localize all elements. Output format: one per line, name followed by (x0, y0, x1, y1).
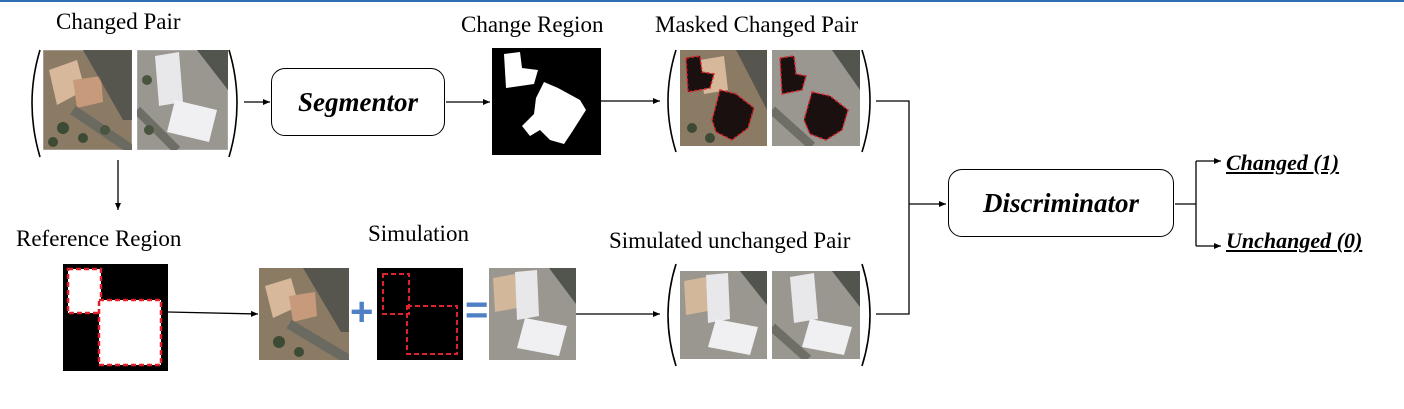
unchanged-pair-image-t1 (680, 271, 767, 359)
unchanged-pair-image-t2 (772, 271, 860, 359)
top-rule (0, 0, 1404, 2)
changed-pair-label: Changed Pair (56, 9, 181, 34)
equals-operator: = (465, 288, 489, 332)
masked-pair-left-bracket (667, 49, 677, 153)
unchanged-output-label: Unchanged (0) (1226, 228, 1363, 253)
change-region-mask (492, 48, 601, 155)
masked-pair-image-t2 (772, 50, 860, 146)
masked-pair-image-t1 (680, 50, 767, 146)
unchanged-pair-left-bracket (667, 263, 677, 367)
reference-region-mask (63, 264, 168, 371)
changed-pair-image-t2 (137, 50, 228, 150)
discriminator-label: Discriminator (982, 187, 1140, 218)
changed-pair-left-bracket (31, 49, 41, 158)
arrow-reference-to-simulation (167, 310, 259, 317)
changed-output-label: Changed (1) (1226, 150, 1340, 175)
changed-pair-image-t1 (43, 50, 132, 150)
simulation-input-image (259, 268, 349, 360)
simulation-label: Simulation (368, 221, 469, 246)
segmentor-box: Segmentor (271, 68, 445, 136)
simulation-mask (377, 268, 463, 360)
changed-pair-right-bracket (228, 49, 238, 158)
plus-operator: + (350, 290, 374, 334)
segmentor-label: Segmentor (297, 86, 418, 117)
simulation-output-image (489, 268, 576, 360)
discriminator-box: Discriminator (948, 169, 1174, 237)
merge-line (876, 100, 910, 315)
reference-region-label: Reference Region (16, 226, 182, 251)
change-region-label: Change Region (461, 12, 604, 37)
unchanged-pair-right-bracket (861, 263, 871, 367)
masked-pair-right-bracket (861, 49, 871, 153)
simulated-unchanged-pair-label: Simulated unchanged Pair (609, 228, 851, 253)
masked-changed-pair-label: Masked Changed Pair (655, 12, 859, 37)
